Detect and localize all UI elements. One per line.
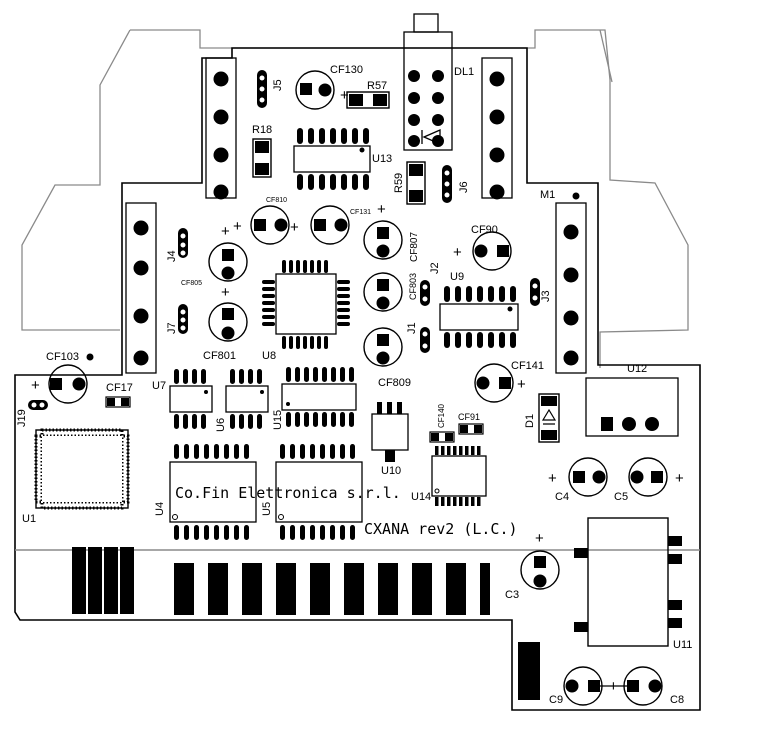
ic-u10 (371, 402, 409, 462)
label-j19: J19 (16, 409, 28, 427)
plus-cf810: + (233, 218, 242, 235)
board-revision: CXANA rev2 (L.C.) (364, 520, 518, 538)
label-m1: M1 (540, 189, 555, 201)
label-d1: D1 (524, 414, 536, 428)
label-u7: U7 (152, 380, 166, 392)
header-pads (133, 70, 579, 366)
ic-u1 (34, 428, 130, 510)
ic-u14 (431, 446, 487, 506)
board-outline (14, 47, 701, 711)
label-cf803: CF803 (408, 273, 418, 300)
label-j6: J6 (458, 181, 470, 193)
label-u15-upper: U15 (272, 410, 284, 430)
ic-u13 (293, 145, 371, 173)
capacitors (48, 70, 668, 706)
plus-cf141: + (517, 376, 526, 393)
label-cf130: CF130 (330, 64, 363, 76)
plus-cf103: + (31, 377, 40, 394)
label-u9: U9 (450, 271, 464, 283)
ic-u5 (275, 444, 363, 540)
enclosure-outline (21, 29, 689, 368)
orientation-dots (86, 192, 580, 361)
label-j4: J4 (166, 250, 178, 262)
company-name: Co.Fin Elettronica s.r.l. (175, 484, 401, 502)
jumpers (28, 70, 540, 410)
plus-c9c8: + (609, 678, 618, 695)
ic-u12 (585, 377, 679, 437)
label-cf131: CF131 (350, 209, 371, 216)
label-cf801: CF801 (203, 350, 236, 362)
label-cf17: CF17 (106, 382, 133, 394)
label-u4: U4 (154, 502, 166, 516)
label-u6: U6 (215, 418, 227, 432)
label-cf807: CF807 (409, 232, 420, 262)
plus-c5: + (675, 470, 684, 487)
ic-u8 (262, 260, 350, 349)
reference-designators: CF130 R57 DL1 J5 R18 U13 R59 J6 M1 CF810… (16, 64, 692, 706)
label-r18: R18 (252, 124, 272, 136)
capacitor-pads (50, 83, 663, 693)
ic-u11 (574, 517, 682, 647)
label-c4: C4 (555, 491, 569, 503)
label-cf805: CF805 (181, 280, 202, 287)
label-cf810: CF810 (266, 197, 287, 204)
label-u13: U13 (372, 153, 392, 165)
label-cf90: CF90 (471, 224, 498, 236)
label-u11: U11 (673, 639, 692, 651)
ic-u6 (225, 369, 269, 429)
label-c8: C8 (670, 694, 684, 706)
diode-d1 (538, 393, 560, 443)
label-j3: J3 (540, 290, 552, 302)
polarity-marks: + + + + + + + + + + + + + (31, 87, 684, 695)
label-dl1: DL1 (454, 66, 474, 78)
label-cf91: CF91 (458, 412, 480, 422)
label-r59: R59 (393, 173, 405, 193)
ic-u13-pins (297, 128, 369, 190)
label-c3: C3 (505, 589, 519, 601)
label-j2: J2 (429, 262, 441, 274)
label-j7: J7 (166, 322, 178, 334)
label-j5: J5 (272, 79, 284, 91)
label-u10: U10 (381, 465, 401, 477)
label-cf809: CF809 (378, 377, 411, 389)
plus-cf130: + (340, 87, 349, 104)
label-u12: U12 (627, 363, 647, 375)
plus-cf131: + (290, 219, 299, 236)
plus-c3: + (535, 530, 544, 547)
ic-u4 (169, 444, 257, 540)
label-c5: C5 (614, 491, 628, 503)
ic-u15 (281, 367, 357, 427)
label-u5: U5 (261, 502, 273, 516)
plus-cf801-top: + (221, 284, 230, 301)
plus-cf805-top: + (221, 223, 230, 240)
label-u14: U14 (411, 491, 431, 503)
label-r57: R57 (367, 80, 387, 92)
label-cf141: CF141 (511, 360, 544, 372)
terminal-pad (518, 642, 540, 700)
ic-u9 (439, 286, 519, 348)
label-cf140: CF140 (437, 403, 446, 428)
plus-cf807: + (377, 201, 386, 218)
dl1-diode-symbol (421, 129, 441, 145)
ic-u7 (169, 369, 213, 429)
label-c9: C9 (549, 694, 563, 706)
edge-connector-fingers (72, 547, 490, 615)
label-j1: J1 (406, 322, 418, 334)
label-u8: U8 (262, 350, 276, 362)
plus-cf90: + (453, 244, 462, 261)
smd-passives (105, 91, 484, 443)
label-u1: U1 (22, 513, 36, 525)
label-cf103: CF103 (46, 351, 79, 363)
plus-c4: + (548, 470, 557, 487)
